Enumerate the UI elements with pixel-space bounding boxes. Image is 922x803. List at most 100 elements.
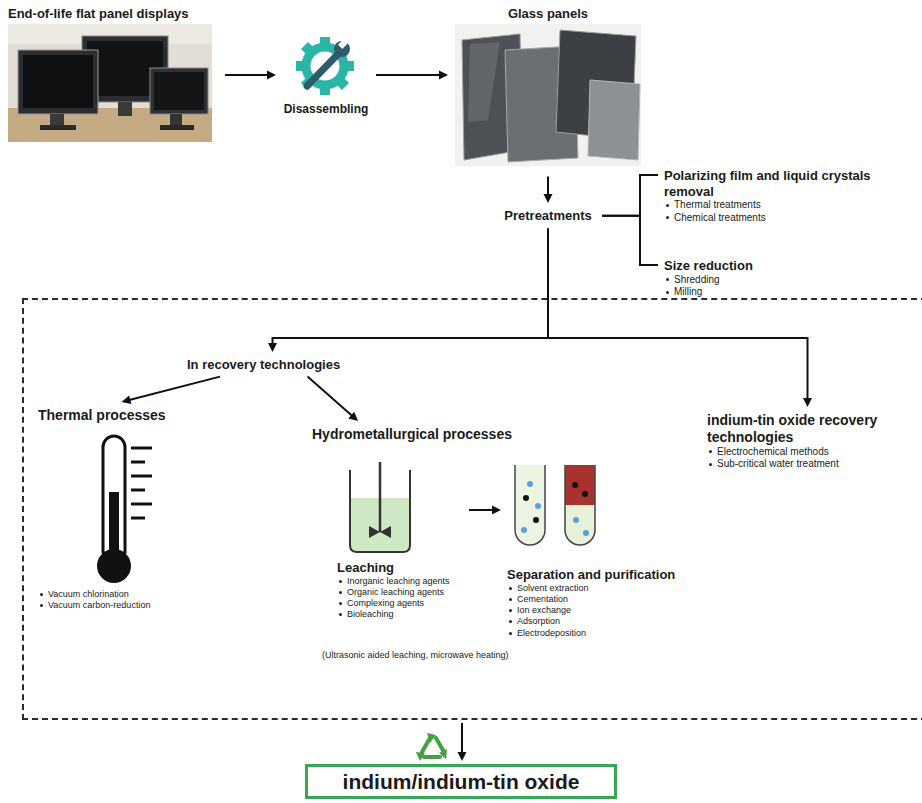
bullet-text: Adsorption xyxy=(517,616,560,627)
node-heading: Leaching xyxy=(337,560,463,576)
connector-line xyxy=(127,377,220,401)
node-heading: indium-tin oxide recovery technologies xyxy=(707,412,908,446)
flow-arrow xyxy=(458,723,467,761)
node-heading: In recovery technologies xyxy=(187,357,358,373)
test-tubes-icon xyxy=(515,465,595,545)
material-node: Glass panels xyxy=(452,4,644,174)
arrow-head xyxy=(348,412,358,421)
flow-arrow xyxy=(225,71,276,80)
output-box: indium/indium-tin oxide xyxy=(305,764,617,799)
flow-arrow xyxy=(544,177,553,203)
bullet-item: Cementation xyxy=(509,594,738,605)
bullet-item: Inorganic leaching agents xyxy=(339,576,463,587)
arrow-head xyxy=(268,343,277,352)
bracket-line xyxy=(602,216,658,265)
bullet-dot xyxy=(666,216,669,219)
pretreatment-item: Polarizing film and liquid crystals remo… xyxy=(662,166,917,226)
connector-line xyxy=(225,74,270,76)
bullet-item: Organic leaching agents xyxy=(339,587,463,598)
bullet-text: Solvent extraction xyxy=(517,583,589,594)
bullet-item: Vacuum chlorination xyxy=(40,589,224,600)
bullet-dot xyxy=(339,602,342,605)
bullet-text: Shredding xyxy=(674,274,720,287)
bullet-text: Organic leaching agents xyxy=(347,587,444,598)
bullet-text: Electrochemical methods xyxy=(717,446,829,459)
bracket-line xyxy=(602,175,658,216)
bullet-text: Complexing agents xyxy=(347,598,424,609)
connector-line xyxy=(602,216,658,265)
bullet-item: Milling xyxy=(666,286,860,299)
bullet-item: Thermal treatments xyxy=(666,199,915,212)
arrow-head xyxy=(458,752,467,761)
bullet-dot xyxy=(339,580,342,583)
bullet-dot xyxy=(509,632,512,635)
technology-node: indium-tin oxide recovery technologiesEl… xyxy=(705,410,910,473)
bullet-item: Sub-critical water treatment xyxy=(709,458,908,471)
bullet-text: Electrodeposition xyxy=(517,628,586,639)
connector-line xyxy=(548,229,808,401)
bullet-text: Vacuum carbon-reduction xyxy=(48,600,150,611)
bullet-dot xyxy=(339,613,342,616)
bullet-dot xyxy=(709,463,712,466)
process-step: LeachingInorganic leaching agentsOrganic… xyxy=(335,458,465,623)
node-heading: Thermal processes xyxy=(38,407,224,424)
flow-arrow xyxy=(376,71,448,80)
bullet-item: Complexing agents xyxy=(339,598,463,609)
bullet-item: Solvent extraction xyxy=(509,583,738,594)
flow-arrow xyxy=(122,377,221,405)
connector-line xyxy=(602,175,658,216)
source-node: End-of-life flat panel displays xyxy=(6,4,221,152)
flow-arrow xyxy=(268,229,548,352)
node-heading: Hydrometallurgical processes xyxy=(312,426,548,443)
flow-arrow xyxy=(469,506,501,515)
bullet-text: Bioleaching xyxy=(347,609,394,620)
bullet-text: Chemical treatments xyxy=(674,212,766,225)
bullet-dot xyxy=(509,609,512,612)
arrow-head xyxy=(267,71,276,80)
bullet-dot xyxy=(666,278,669,281)
node-heading: Glass panels xyxy=(454,6,642,22)
bullet-text: Inorganic leaching agents xyxy=(347,576,450,587)
process-step: Separation and purificationSolvent extra… xyxy=(505,455,740,641)
recycle-icon xyxy=(416,733,447,761)
node-heading: Disassembling xyxy=(282,102,370,116)
thermometer-icon xyxy=(97,436,152,583)
bullet-item: Electrochemical methods xyxy=(709,446,908,459)
process-step: Disassembling xyxy=(280,34,372,118)
arrow-head xyxy=(803,398,812,407)
bullet-item: Electrodeposition xyxy=(509,628,738,639)
bullet-dot xyxy=(40,604,43,607)
arrow-head xyxy=(544,194,553,203)
beaker-icon xyxy=(350,462,410,552)
note-label: (Ultrasonic aided leaching, microwave he… xyxy=(322,650,509,661)
connector-line xyxy=(273,229,549,346)
node-heading: Pretreatments xyxy=(500,208,596,224)
bullet-item: Chemical treatments xyxy=(666,212,915,225)
pretreatment-item: Size reductionShreddingMilling xyxy=(662,256,862,301)
bullet-text: Sub-critical water treatment xyxy=(717,458,839,471)
arrow-head xyxy=(122,395,132,404)
bullet-dot xyxy=(509,598,512,601)
technology-node: Thermal processesVacuum chlorinationVacu… xyxy=(36,405,226,613)
process-step: Pretreatments xyxy=(498,206,598,226)
bullet-dot xyxy=(509,620,512,623)
bullet-dot xyxy=(509,587,512,590)
bullet-item: Bioleaching xyxy=(339,609,463,620)
bullet-dot xyxy=(666,291,669,294)
bullet-item: Shredding xyxy=(666,274,860,287)
node-heading: Polarizing film and liquid crystals remo… xyxy=(664,168,915,199)
flow-arrow xyxy=(548,229,812,407)
bullet-item: Vacuum carbon-reduction xyxy=(40,600,224,611)
bullet-item: Adsorption xyxy=(509,616,738,627)
bullet-dot xyxy=(339,591,342,594)
bullet-text: Thermal treatments xyxy=(674,199,761,212)
glass-panels-photo xyxy=(455,24,641,166)
node-heading: Size reduction xyxy=(664,258,860,274)
technology-node: Hydrometallurgical processes xyxy=(310,424,550,445)
bullet-text: Cementation xyxy=(517,594,568,605)
connector-line xyxy=(376,74,442,76)
bullet-dot xyxy=(666,204,669,207)
